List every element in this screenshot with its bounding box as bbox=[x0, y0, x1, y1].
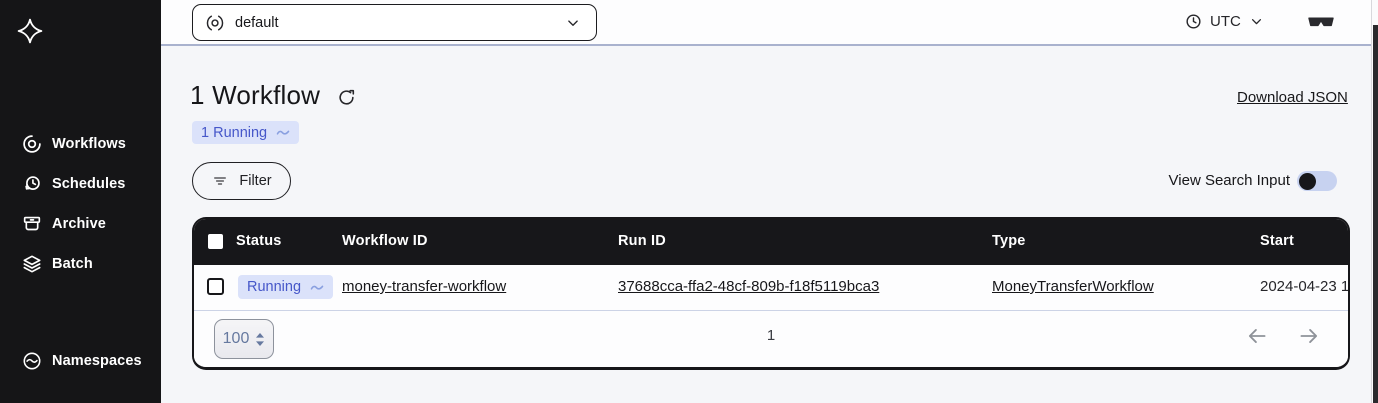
timezone-label: UTC bbox=[1210, 13, 1241, 30]
row-checkbox[interactable] bbox=[207, 278, 224, 295]
namespace-icon bbox=[204, 12, 226, 34]
row-status-label: Running bbox=[247, 279, 302, 295]
table-footer: 100 1 bbox=[194, 311, 1348, 367]
page-title: 1 Workflow bbox=[190, 80, 321, 110]
run-id-link[interactable]: 37688cca-ffa2-48cf-809b-f18f5119bca3 bbox=[618, 278, 880, 295]
sidebar-item-archive[interactable]: Archive bbox=[0, 211, 161, 237]
namespace-select-value: default bbox=[235, 14, 279, 31]
labs-mode-button[interactable] bbox=[1305, 10, 1337, 34]
glasses-icon bbox=[1305, 10, 1337, 34]
sidebar-item-label: Workflows bbox=[52, 136, 126, 152]
namespaces-icon bbox=[21, 350, 43, 372]
column-header-start[interactable]: Start bbox=[1260, 233, 1295, 249]
running-pulse-icon bbox=[276, 128, 290, 137]
batch-icon bbox=[21, 253, 43, 275]
running-pulse-icon bbox=[310, 283, 324, 292]
filter-button-label: Filter bbox=[239, 173, 272, 189]
sidebar-item-batch[interactable]: Batch bbox=[0, 251, 161, 277]
table-header: Status Workflow ID Run ID Type Start bbox=[194, 219, 1348, 265]
workflows-table: Status Workflow ID Run ID Type Start Run… bbox=[192, 217, 1350, 370]
previous-page-button[interactable] bbox=[1244, 323, 1270, 349]
column-header-type[interactable]: Type bbox=[992, 233, 1026, 249]
table-row[interactable]: Running money-transfer-workflow 37688cca… bbox=[194, 265, 1348, 311]
topbar-divider bbox=[161, 44, 1378, 46]
view-search-input-label: View Search Input bbox=[1168, 172, 1290, 189]
schedules-icon bbox=[21, 173, 43, 195]
sidebar-item-label: Schedules bbox=[52, 176, 126, 192]
page-size-value: 100 bbox=[222, 330, 250, 347]
column-header-run-id[interactable]: Run ID bbox=[618, 233, 666, 249]
stepper-arrows-icon bbox=[255, 332, 265, 347]
temporal-logo-icon[interactable] bbox=[16, 17, 44, 45]
filter-icon bbox=[211, 172, 229, 190]
download-json-link[interactable]: Download JSON bbox=[1237, 89, 1348, 106]
refresh-button[interactable] bbox=[337, 88, 356, 107]
sidebar-item-label: Batch bbox=[52, 256, 93, 272]
column-header-status[interactable]: Status bbox=[236, 233, 282, 249]
workflows-icon bbox=[21, 133, 43, 155]
workflow-type-link[interactable]: MoneyTransferWorkflow bbox=[992, 278, 1154, 295]
archive-icon bbox=[21, 213, 43, 235]
sidebar-item-workflows[interactable]: Workflows bbox=[0, 131, 161, 157]
sidebar-item-label: Archive bbox=[52, 216, 106, 232]
column-header-workflow-id[interactable]: Workflow ID bbox=[342, 233, 428, 249]
workflow-id-link[interactable]: money-transfer-workflow bbox=[342, 278, 507, 295]
chevron-down-icon bbox=[564, 14, 582, 32]
namespace-select[interactable]: default bbox=[192, 4, 597, 41]
row-status-badge: Running bbox=[238, 275, 334, 299]
page-indicator: 1 bbox=[766, 327, 776, 344]
next-page-button[interactable] bbox=[1296, 323, 1322, 349]
sidebar-item-label: Namespaces bbox=[52, 353, 142, 369]
window-scrollbar[interactable] bbox=[1371, 0, 1378, 403]
select-all-checkbox[interactable] bbox=[208, 234, 223, 249]
page-size-select[interactable]: 100 bbox=[214, 319, 274, 359]
running-count-badge[interactable]: 1 Running bbox=[192, 121, 300, 144]
start-time-cell: 2024-04-23 1 bbox=[1260, 278, 1349, 295]
scrollbar-thumb[interactable] bbox=[1373, 25, 1378, 403]
sidebar-item-namespaces[interactable]: Namespaces bbox=[0, 348, 161, 374]
running-count-label: 1 Running bbox=[201, 124, 268, 141]
timezone-select[interactable]: UTC bbox=[1184, 12, 1265, 31]
sidebar: Workflows Schedules Archi bbox=[0, 0, 161, 403]
chevron-down-icon bbox=[1248, 13, 1265, 30]
view-search-input-toggle[interactable] bbox=[1297, 171, 1337, 191]
filter-button[interactable]: Filter bbox=[192, 162, 291, 200]
sidebar-item-schedules[interactable]: Schedules bbox=[0, 171, 161, 197]
toggle-knob bbox=[1299, 172, 1316, 190]
clock-icon bbox=[1184, 12, 1203, 31]
